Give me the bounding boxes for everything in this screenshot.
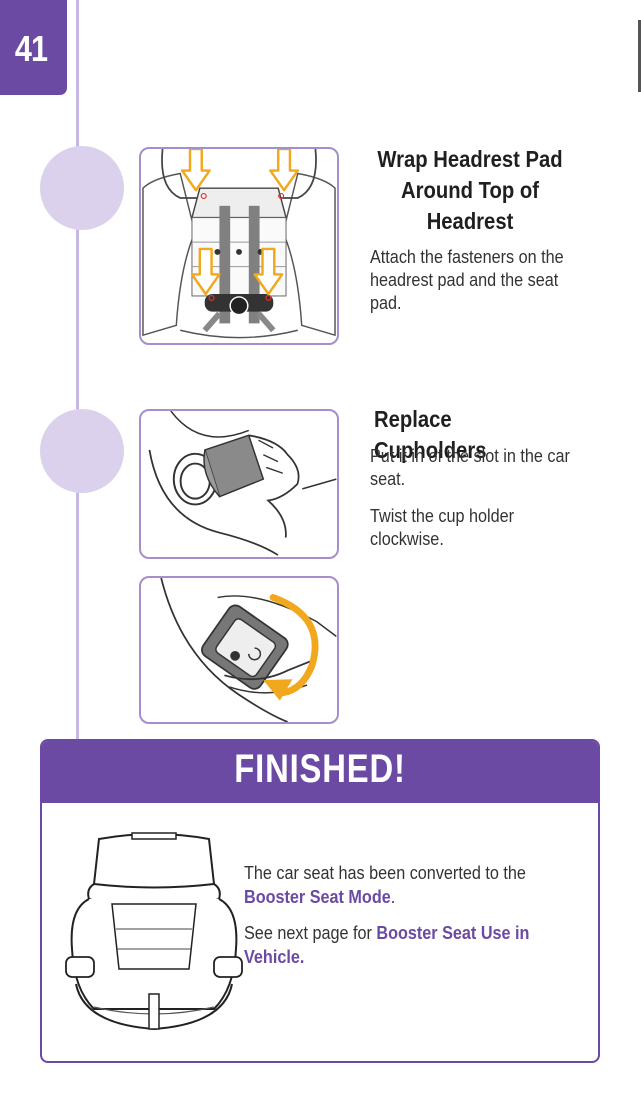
finished-text-2-prefix: See next page for	[244, 923, 377, 943]
step-1-circle	[40, 146, 124, 230]
cupholder-insert-illustration	[139, 409, 339, 559]
finished-title: FINISHED!	[234, 747, 406, 791]
finished-text-1-suffix: .	[390, 887, 396, 907]
booster-seat-drawing	[65, 832, 243, 1031]
cupholder-insert-drawing	[148, 411, 337, 556]
finished-text-1: The car seat has been converted to the B…	[244, 861, 541, 909]
step-2-text-2: Twist the cup holder clockwise.	[370, 506, 515, 549]
page-tab	[0, 0, 67, 95]
headrest-pad-drawing	[142, 149, 336, 339]
booster-seat-use-link: Booster Seat Use in Vehicle.	[244, 923, 530, 967]
finished-text-2: See next page for Booster Seat Use in Ve…	[244, 921, 541, 969]
finished-banner	[42, 741, 598, 803]
headrest-pad-illustration	[139, 147, 339, 345]
step-1-title: Wrap Headrest Pad Around Top of Headrest	[377, 146, 563, 234]
cupholder-twist-drawing	[160, 578, 337, 722]
step-2-text-1: Put it in of the slot in the car seat.	[370, 446, 570, 489]
page-number: 41	[14, 28, 48, 69]
finished-panel: FINISHED! The car seat has been converte…	[40, 739, 600, 1063]
finished-text-1-prefix: The car seat has been converted to the	[244, 863, 526, 883]
timeline-line	[76, 0, 79, 742]
booster-seat-illustration	[64, 829, 244, 1039]
page-edge-mark	[638, 20, 641, 92]
booster-seat-mode-link: Booster Seat Mode	[244, 887, 391, 907]
step-2-title: Replace Cupholders	[374, 406, 487, 463]
cupholder-twist-illustration	[139, 576, 339, 724]
step-1-text: Attach the fasteners on the headrest pad…	[370, 247, 564, 313]
step-2-circle	[40, 409, 124, 493]
